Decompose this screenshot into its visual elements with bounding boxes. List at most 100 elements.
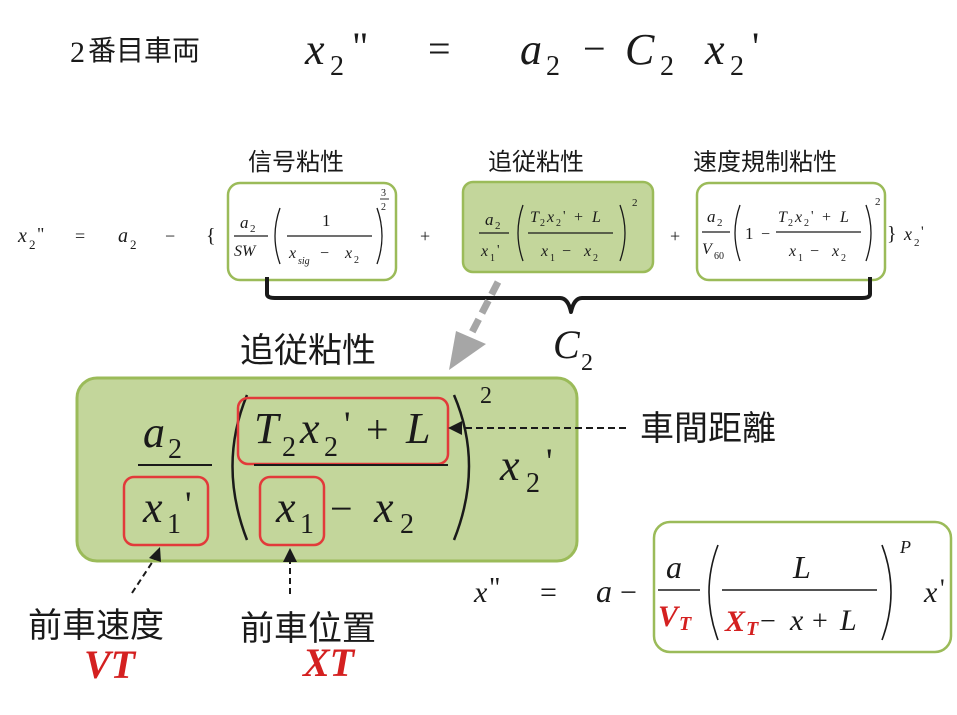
- title-a: a: [520, 25, 542, 74]
- gen-dx: x: [789, 604, 804, 637]
- big-x2-sub: 2: [324, 432, 338, 463]
- big-L: L: [405, 404, 430, 453]
- big-x1-sub: 1: [167, 509, 181, 540]
- fol-plus: +: [574, 209, 583, 226]
- fol-a: a: [485, 210, 494, 229]
- title-dprime: ": [352, 24, 368, 69]
- big-x2: x: [299, 404, 320, 453]
- sig-exp-den: 2: [381, 202, 386, 213]
- fol-exp: 2: [632, 197, 638, 209]
- big-x1-prime: ': [185, 484, 192, 524]
- title-number: 2: [70, 36, 85, 69]
- big-dx2-sub: 2: [400, 509, 414, 540]
- general-model-equation: x " = a − a V T L X T − x + L P x ': [473, 520, 953, 654]
- fol-T: T: [530, 209, 540, 226]
- gen-X: X: [724, 605, 746, 638]
- title-C-sub: 2: [660, 51, 674, 82]
- full-equation: x 2 " = a 2 − { a 2 SW 1 x sig − x 2 3 2…: [17, 180, 924, 282]
- spd-V: V: [702, 241, 714, 258]
- sig-lparen: [274, 207, 281, 265]
- gen-num-a: a: [666, 549, 682, 585]
- spd-rparen: [865, 204, 872, 262]
- fol-dx2-sub: 2: [593, 253, 598, 264]
- label-speed-limit-viscosity: 速度規制粘性: [693, 148, 837, 176]
- front-pos-label: 前車位置: [240, 609, 376, 649]
- c2-brace: [265, 277, 872, 314]
- sig-x2: x: [344, 245, 352, 262]
- fol-lparen: [517, 204, 524, 262]
- spd-dminus: −: [810, 243, 819, 260]
- fol-x1-sub: 1: [490, 253, 495, 264]
- front-pos-highlight: [258, 475, 326, 547]
- title-a-sub: 2: [546, 51, 560, 82]
- spd-T-sub: 2: [788, 218, 793, 229]
- spd-dx1-sub: 1: [798, 253, 803, 264]
- sig-rparen: [376, 207, 383, 265]
- eq2-equals: =: [75, 226, 85, 246]
- c2-label-sub: 2: [581, 350, 593, 376]
- big-rparen: [452, 394, 471, 541]
- front-speed-arrow-head: [149, 547, 161, 562]
- spd-lparen: [734, 204, 741, 262]
- fol-L: L: [591, 209, 601, 226]
- spd-L: L: [839, 209, 849, 226]
- title-equals: =: [428, 26, 451, 71]
- spd-one: 1: [745, 224, 754, 243]
- fol-dminus: −: [562, 243, 571, 260]
- gen-rparen: [881, 544, 892, 641]
- gen-a: a: [596, 573, 612, 609]
- eq2-tail-x: x: [903, 224, 912, 244]
- title-C: C: [625, 25, 655, 74]
- zoom-arrow-shaft: [463, 280, 502, 344]
- front-speed-highlight: [122, 475, 210, 547]
- follow-term-zoom: a 2 x 1 ' T 2 x 2 ' + L x 1 − x 2 2 x 2 …: [122, 383, 553, 547]
- big-x2-prime: ': [344, 404, 351, 444]
- big-minus: −: [330, 486, 353, 531]
- fol-x2-sub: 2: [556, 218, 561, 229]
- eq2-plus-1: +: [420, 226, 430, 246]
- eq2-tail-prime: ': [921, 224, 924, 240]
- front-speed-symbol: VT: [84, 642, 137, 687]
- spd-a: a: [707, 207, 716, 226]
- spd-minus: −: [761, 226, 770, 243]
- spd-plus: +: [822, 209, 831, 226]
- signal-term-box: [226, 181, 398, 282]
- zoom-arrow-head: [449, 331, 486, 370]
- label-signal-viscosity: 信号粘性: [248, 148, 344, 176]
- title-text: 番目車両: [88, 34, 200, 67]
- fol-T-sub: 2: [540, 218, 545, 229]
- gen-L: L: [792, 549, 811, 585]
- sig-exp-num: 3: [381, 188, 386, 199]
- spd-V-sub: 60: [714, 251, 724, 262]
- big-x1: x: [142, 483, 163, 532]
- title-x2: x: [704, 25, 725, 74]
- big-T: T: [254, 404, 282, 453]
- big-a-sub: 2: [168, 434, 182, 465]
- sig-minus: −: [320, 245, 329, 262]
- gen-tail-prime: ': [940, 574, 945, 603]
- sig-x2-sub: 2: [354, 255, 359, 266]
- big-tail-prime: ': [546, 441, 553, 481]
- spd-x2: x: [794, 209, 802, 226]
- fol-a-sub: 2: [495, 220, 501, 232]
- spd-T: T: [778, 209, 788, 226]
- gen-minus: −: [620, 576, 637, 609]
- fol-rparen: [619, 204, 626, 262]
- spd-a-sub: 2: [717, 217, 723, 229]
- sig-one: 1: [322, 211, 331, 230]
- gen-lparen: [708, 544, 719, 641]
- title-minus: −: [583, 26, 606, 71]
- gen-tail-x: x: [923, 576, 938, 609]
- sig-SW: SW: [234, 243, 257, 260]
- eq2-tail-x-sub: 2: [914, 237, 920, 249]
- big-dx2: x: [373, 483, 394, 532]
- big-T-sub: 2: [282, 432, 296, 463]
- fol-x1: x: [480, 243, 488, 260]
- fol-x2-prime: ': [563, 209, 566, 224]
- big-dx1: x: [275, 483, 296, 532]
- fol-dx1: x: [540, 243, 548, 260]
- gap-arrow-head: [448, 421, 462, 435]
- gap-label: 車間距離: [640, 409, 776, 449]
- speed-limit-term-box: [695, 181, 887, 282]
- gen-dminus: −: [760, 606, 776, 637]
